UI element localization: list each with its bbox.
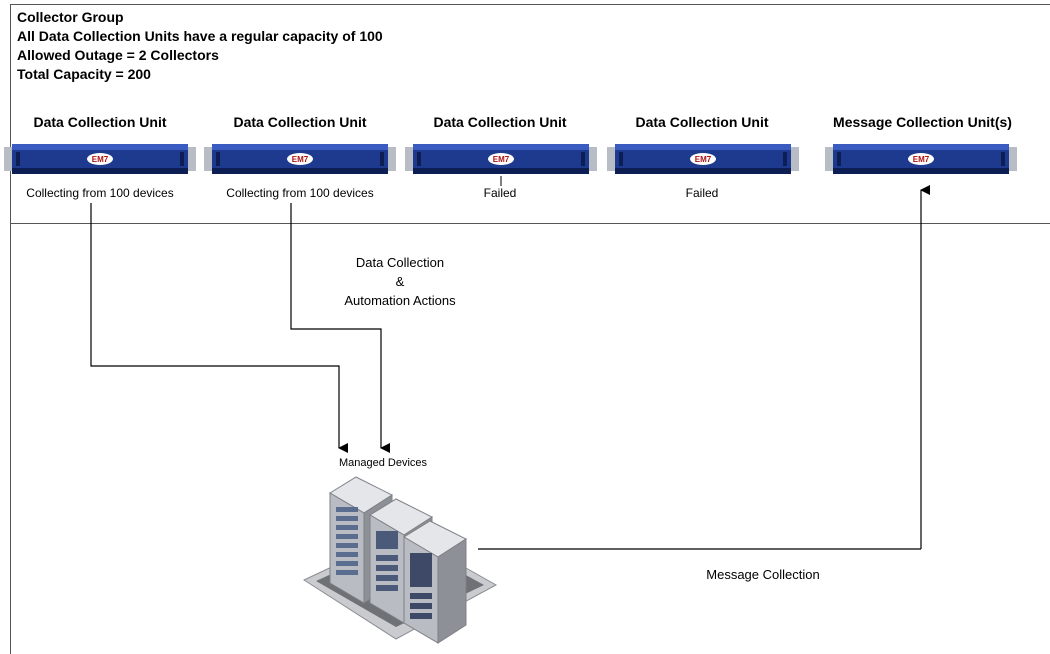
rack-server-icon: EM7 [4,144,196,174]
em7-logo: EM7 [92,155,109,164]
unit-status-1: Collecting from 100 devices [26,186,174,200]
em7-logo: EM7 [913,155,930,164]
outage-line: Allowed Outage = 2 Collectors [17,47,219,63]
rack-server-icon: EM7 [607,144,799,174]
unit-title-4: Data Collection Unit [635,114,769,130]
frame-left-edge [10,224,11,654]
total-capacity-line: Total Capacity = 200 [17,66,151,82]
capacity-line: All Data Collection Units have a regular… [17,28,383,44]
unit-title-2: Data Collection Unit [233,114,367,130]
em7-logo: EM7 [695,155,712,164]
unit-status-4: Failed [685,186,719,200]
unit-title-3: Data Collection Unit [433,114,567,130]
rack-server-icon: EM7 [825,144,1017,174]
em7-logo: EM7 [292,155,309,164]
rack-server-icon: EM7 [204,144,396,174]
unit2-to-devices-line [290,203,390,453]
unit-status-2: Collecting from 100 devices [226,186,374,200]
unit1-to-devices-line [90,203,348,453]
rack-server-icon: EM7 [405,144,597,174]
ampersand-label: & [395,274,405,289]
collector-group-title: Collector Group [17,9,124,25]
server-rack-cluster-icon [302,476,498,644]
collector-group-frame [10,4,1050,224]
managed-devices-label: Managed Devices [338,457,428,469]
unit-title-1: Data Collection Unit [33,114,167,130]
unit-status-3: Failed [483,186,517,200]
em7-logo: EM7 [493,155,510,164]
unit-title-5: Message Collection Unit(s) [833,114,1012,130]
message-collection-label: Message Collection [706,567,820,582]
automation-actions-label: Automation Actions [344,293,456,308]
data-collection-label: Data Collection [355,255,445,270]
